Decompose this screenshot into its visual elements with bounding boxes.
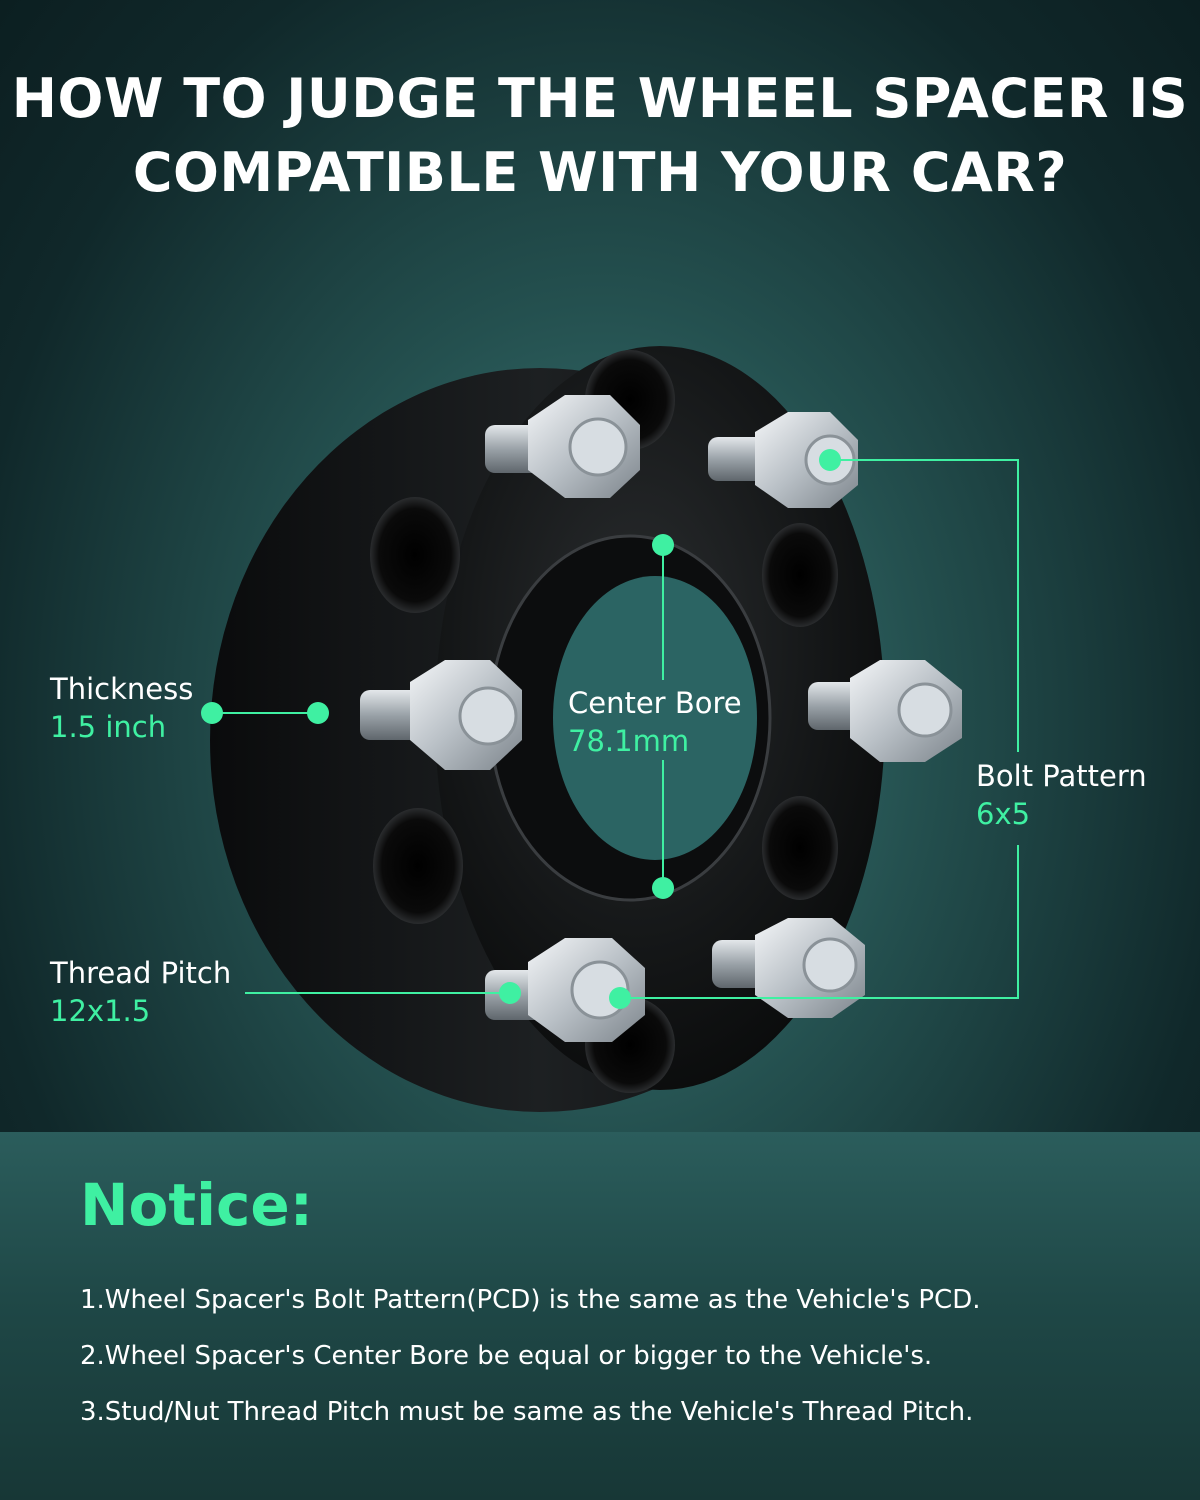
notice-item: 1.Wheel Spacer's Bolt Pattern(PCD) is th… <box>80 1285 981 1315</box>
bolt-pattern-label: Bolt Pattern 6x5 <box>976 757 1147 833</box>
thread-pitch-value: 12x1.5 <box>50 994 151 1028</box>
thickness-value: 1.5 inch <box>50 710 167 744</box>
thread-pitch-label: Thread Pitch 12x1.5 <box>50 954 231 1030</box>
center-bore-value: 78.1mm <box>568 724 690 758</box>
bolt-pattern-name: Bolt Pattern <box>976 759 1147 793</box>
bolt-hole <box>373 808 463 924</box>
thickness-name: Thickness <box>50 672 194 706</box>
notice-item: 3.Stud/Nut Thread Pitch must be same as … <box>80 1397 974 1427</box>
callout-dot <box>819 449 841 471</box>
stud-nut <box>360 660 522 770</box>
callout-dot <box>652 534 674 556</box>
bolt-hole <box>370 497 460 613</box>
stud-nut <box>808 660 962 762</box>
stud-nut <box>485 395 640 498</box>
bolt-pattern-callout-line <box>620 845 1019 999</box>
notice-item: 2.Wheel Spacer's Center Bore be equal or… <box>80 1341 933 1371</box>
title-line-2: COMPATIBLE WITH YOUR CAR? <box>132 141 1068 204</box>
notice-title: Notice: <box>80 1171 313 1239</box>
thickness-label: Thickness 1.5 inch <box>50 670 193 746</box>
center-bore-label: Center Bore 78.1mm <box>568 684 742 760</box>
center-bore-name: Center Bore <box>568 686 742 720</box>
title-line-1: HOW TO JUDGE THE WHEEL SPACER IS <box>11 67 1189 130</box>
bolt-pattern-value: 6x5 <box>976 797 1031 831</box>
stud-nut <box>712 918 865 1018</box>
bolt-hole <box>762 796 838 900</box>
callout-dot <box>652 877 674 899</box>
bolt-pattern-callout-line <box>830 459 1019 752</box>
thread-pitch-name: Thread Pitch <box>50 956 232 990</box>
center-bore-hole <box>553 576 757 860</box>
callout-dot <box>307 702 329 724</box>
callout-dot <box>201 702 223 724</box>
page-title: HOW TO JUDGE THE WHEEL SPACER IS COMPATI… <box>0 62 1200 210</box>
stud-nut <box>708 412 858 508</box>
bolt-hole <box>762 523 838 627</box>
notice-list: 1.Wheel Spacer's Bolt Pattern(PCD) is th… <box>80 1280 981 1448</box>
callout-dot <box>609 987 631 1009</box>
callout-dot <box>499 982 521 1004</box>
wheel-spacer-illustration <box>201 346 1019 1112</box>
notice-panel <box>0 1132 1200 1500</box>
